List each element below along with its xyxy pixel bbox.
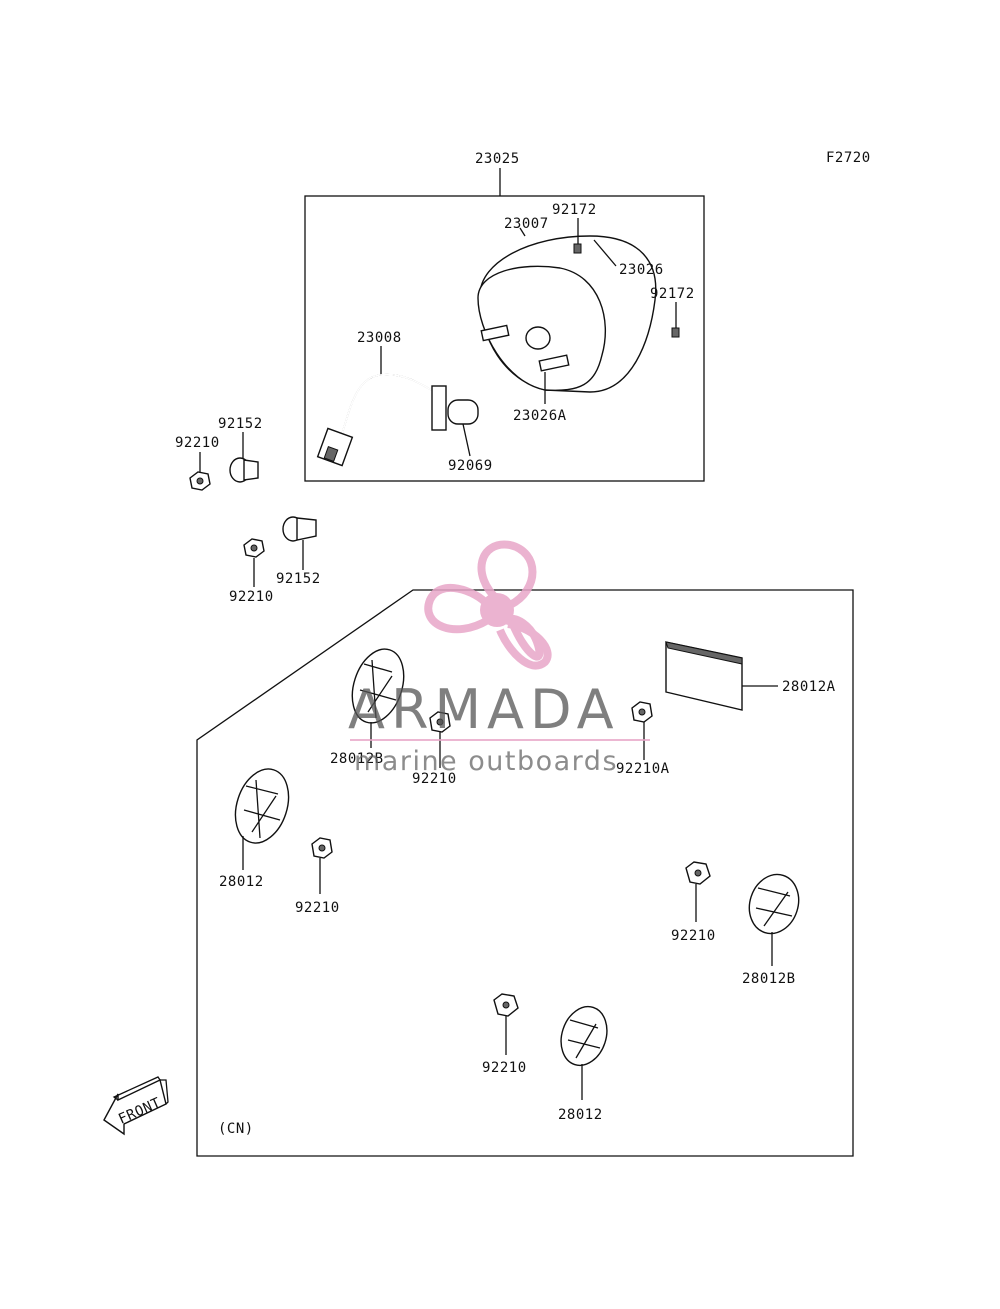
- collar-upper: [229, 432, 259, 483]
- propeller-logo-icon: [424, 540, 552, 670]
- label-reflector-right: 28012B: [742, 971, 796, 987]
- nut-reflector-upper: [429, 711, 451, 768]
- label-reflector-left: 28012: [219, 874, 264, 890]
- reflector-bottom: [560, 1005, 608, 1100]
- label-housing: 23007: [504, 216, 549, 232]
- label-screw-top: 92172: [552, 202, 597, 218]
- label-nut-reflector-upper: 92210: [412, 771, 457, 787]
- label-collar-upper: 92152: [218, 416, 263, 432]
- wire-harness: [316, 346, 479, 467]
- label-collar-lower: 92152: [276, 571, 321, 587]
- cn-region-outline: [196, 589, 854, 1157]
- figure-code: F2720: [826, 150, 871, 166]
- region-note: (CN): [218, 1121, 254, 1137]
- nut-lower: [243, 538, 265, 587]
- label-nut-plate: 92210A: [616, 761, 670, 777]
- label-nut-bottom: 92210: [482, 1060, 527, 1076]
- nut-left: [311, 837, 333, 894]
- label-socket: 23026A: [513, 408, 567, 424]
- label-reflector-bottom: 28012: [558, 1107, 603, 1123]
- label-assembly: 23025: [475, 151, 520, 167]
- watermark-subtitle: marine outboards: [354, 746, 618, 777]
- watermark-title: ARMADA: [348, 678, 620, 741]
- nut-plate: [631, 701, 653, 760]
- label-plate: 28012A: [782, 679, 836, 695]
- label-screw-side: 92172: [650, 286, 695, 302]
- tail-light-housing: [477, 227, 657, 393]
- label-wire-harness: 23008: [357, 330, 402, 346]
- reflector-upper: [351, 648, 405, 748]
- label-lens: 23026: [619, 262, 664, 278]
- label-reflector-upper: 28012B: [330, 751, 384, 767]
- label-bulb: 92069: [448, 458, 493, 474]
- assembly-box: [304, 168, 705, 482]
- nut-upper: [189, 452, 211, 491]
- nut-right: [685, 861, 711, 922]
- label-nut-left: 92210: [295, 900, 340, 916]
- label-nut-upper: 92210: [175, 435, 220, 451]
- watermark: ARMADA marine outboards: [348, 540, 650, 777]
- front-arrow-icon: FRONT: [103, 1076, 169, 1136]
- collar-lower: [282, 516, 317, 570]
- reflector-right: [748, 873, 800, 966]
- screw-side: [671, 302, 680, 338]
- label-nut-right: 92210: [671, 928, 716, 944]
- reflector-plate: [665, 641, 778, 711]
- screw-top: [573, 218, 582, 254]
- nut-bottom: [493, 993, 519, 1055]
- reflector-left: [234, 768, 290, 870]
- label-nut-lower: 92210: [229, 589, 274, 605]
